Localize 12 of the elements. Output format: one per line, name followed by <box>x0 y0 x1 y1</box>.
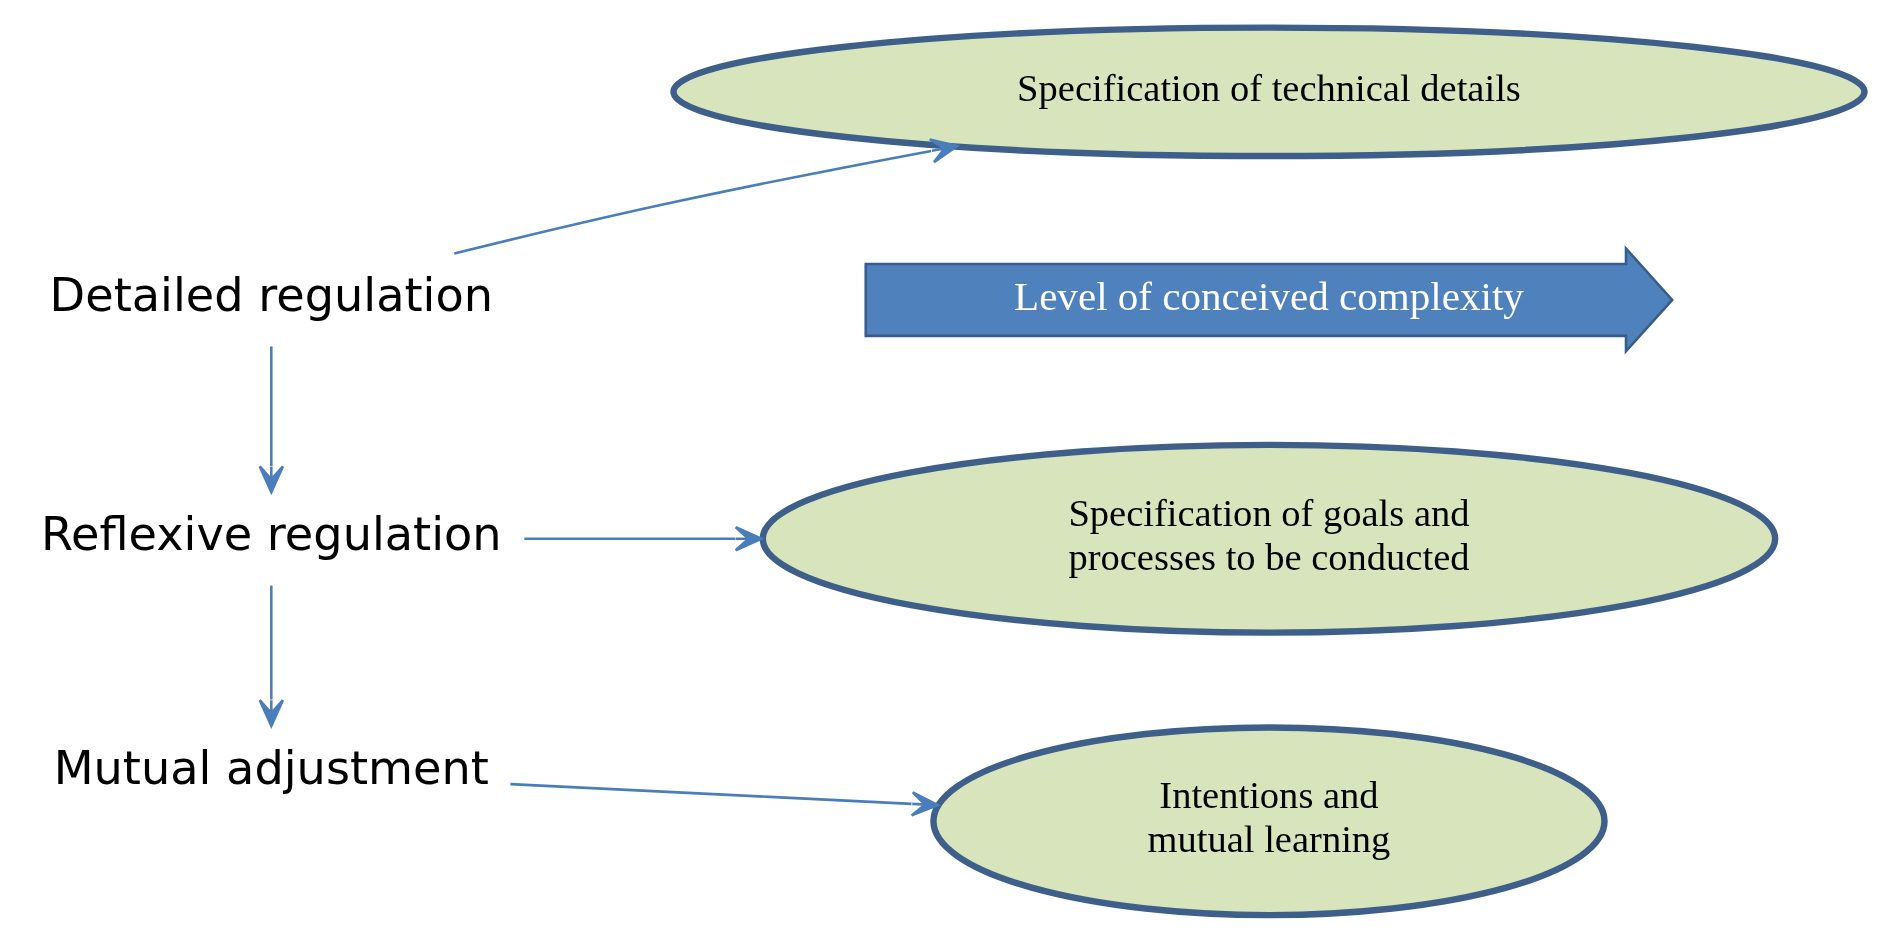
label: Level of conceived complexity <box>1014 272 1524 319</box>
node-text: Reflexive regulation <box>40 506 502 561</box>
node-ellipse: Intentions and mutual learning <box>930 723 1608 918</box>
node-ellipse: Specification of technical details <box>670 23 1868 159</box>
node-text: Detailed regulation <box>49 267 493 322</box>
node-text: Mutual adjustment <box>53 740 489 795</box>
arrow <box>258 585 285 727</box>
arrow <box>258 345 285 493</box>
arrow <box>524 525 763 552</box>
arrow <box>454 137 959 255</box>
arrow <box>510 782 940 817</box>
node-ellipse: Specification of goals and processes to be conducted <box>759 441 1779 636</box>
